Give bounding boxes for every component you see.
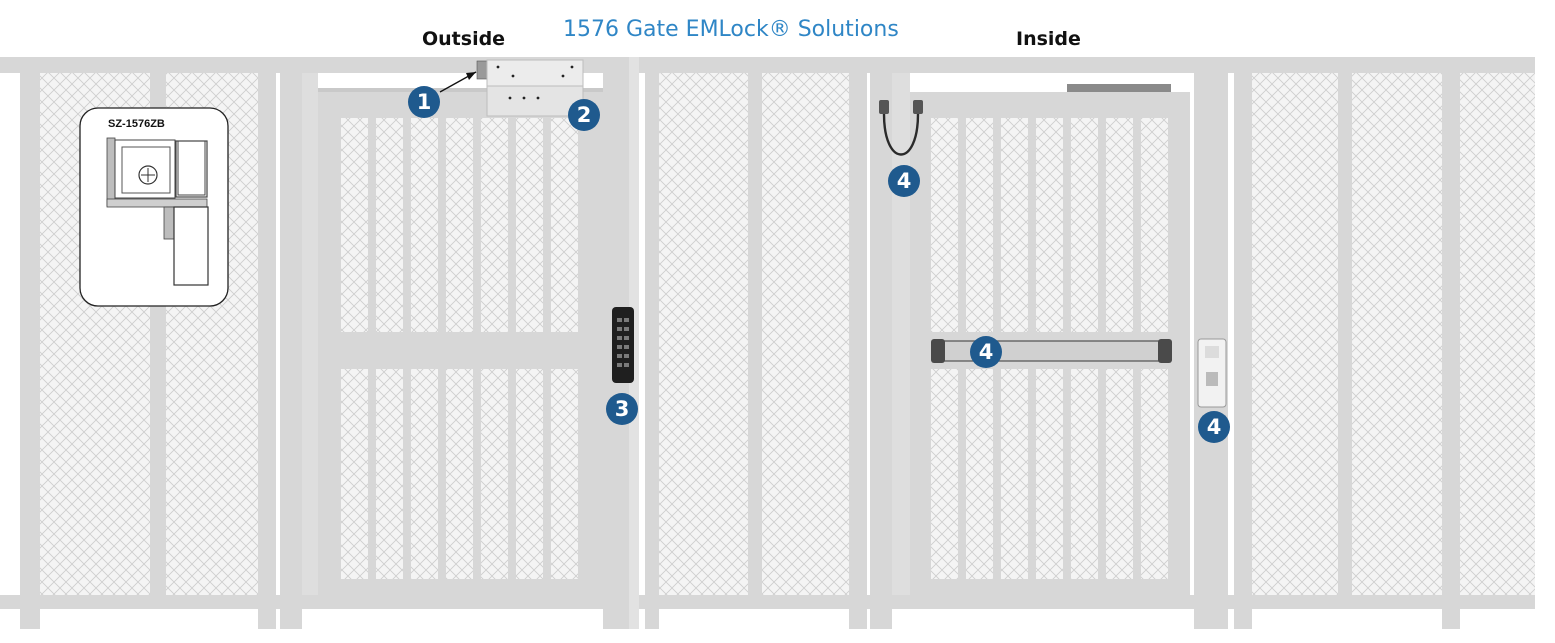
keypad-key xyxy=(617,345,622,349)
keypad-key xyxy=(624,327,629,331)
keypad-key xyxy=(617,336,622,340)
closer-bar xyxy=(1067,84,1171,92)
gate-mesh-opening xyxy=(1141,118,1168,332)
em-lock-magnet xyxy=(486,59,584,117)
center-fence-panel xyxy=(645,57,867,629)
gate-mesh-opening xyxy=(551,369,578,579)
gate-mesh-opening xyxy=(516,369,543,579)
model-number-label: SZ-1576ZB xyxy=(108,118,165,130)
gate-mesh-opening xyxy=(446,118,473,332)
gate-mesh-opening xyxy=(966,369,993,579)
left-gate xyxy=(280,57,603,629)
gate-mesh-opening xyxy=(1036,118,1063,332)
callout-badge-1: 1 xyxy=(408,86,440,118)
exit-switch-plate xyxy=(1197,338,1227,408)
door-loop-cable xyxy=(879,100,923,156)
right-fence-panel xyxy=(1234,57,1555,629)
top-rail xyxy=(0,57,1535,73)
callout-badge-4-plate: 4 xyxy=(1198,411,1230,443)
keypad-key xyxy=(624,354,629,358)
callout-badge-2: 2 xyxy=(568,99,600,131)
gate-mesh-opening xyxy=(411,369,438,579)
gate-mesh-opening xyxy=(1071,369,1098,579)
gate-mesh-opening xyxy=(481,118,508,332)
gate-mesh-opening xyxy=(376,118,403,332)
gate-mesh-opening xyxy=(341,369,368,579)
keypad-key xyxy=(617,354,622,358)
gate-mesh-opening xyxy=(931,369,958,579)
outside-label: Outside xyxy=(422,28,506,50)
callout-badge-3: 3 xyxy=(606,393,638,425)
gate-mesh-opening xyxy=(966,118,993,332)
gate-mesh-opening xyxy=(446,369,473,579)
keypad-key xyxy=(624,318,629,322)
inset-detail xyxy=(79,107,229,307)
keypad-key xyxy=(624,363,629,367)
callout-badge-4-loop: 4 xyxy=(888,165,920,197)
gate-mesh-opening xyxy=(1036,369,1063,579)
callout-badge-4-pushbar: 4 xyxy=(970,336,1002,368)
keypad-key xyxy=(624,345,629,349)
gate-mesh-opening xyxy=(1106,118,1133,332)
gate-mesh-opening xyxy=(931,118,958,332)
exit-push-bar xyxy=(931,339,1172,363)
diagram-title: 1576 Gate EMLock® Solutions xyxy=(563,17,899,42)
keypad-key xyxy=(617,327,622,331)
gate-mesh-opening xyxy=(1001,118,1028,332)
bottom-rail xyxy=(0,595,1535,609)
keypad-device xyxy=(612,307,634,383)
gate-mesh-opening xyxy=(516,118,543,332)
gate-mesh-opening xyxy=(481,369,508,579)
gate-mesh-opening xyxy=(376,369,403,579)
keypad-key xyxy=(617,363,622,367)
keypad-key xyxy=(624,336,629,340)
keypad-key xyxy=(617,318,622,322)
inside-label: Inside xyxy=(1016,28,1081,50)
gate-mesh-opening xyxy=(1001,369,1028,579)
gate-mesh-opening xyxy=(411,118,438,332)
gate-mesh-opening xyxy=(1106,369,1133,579)
gate-mesh-opening xyxy=(341,118,368,332)
gate-mesh-opening xyxy=(1071,118,1098,332)
gate-mesh-opening xyxy=(1141,369,1168,579)
gate-mesh-opening xyxy=(551,118,578,332)
